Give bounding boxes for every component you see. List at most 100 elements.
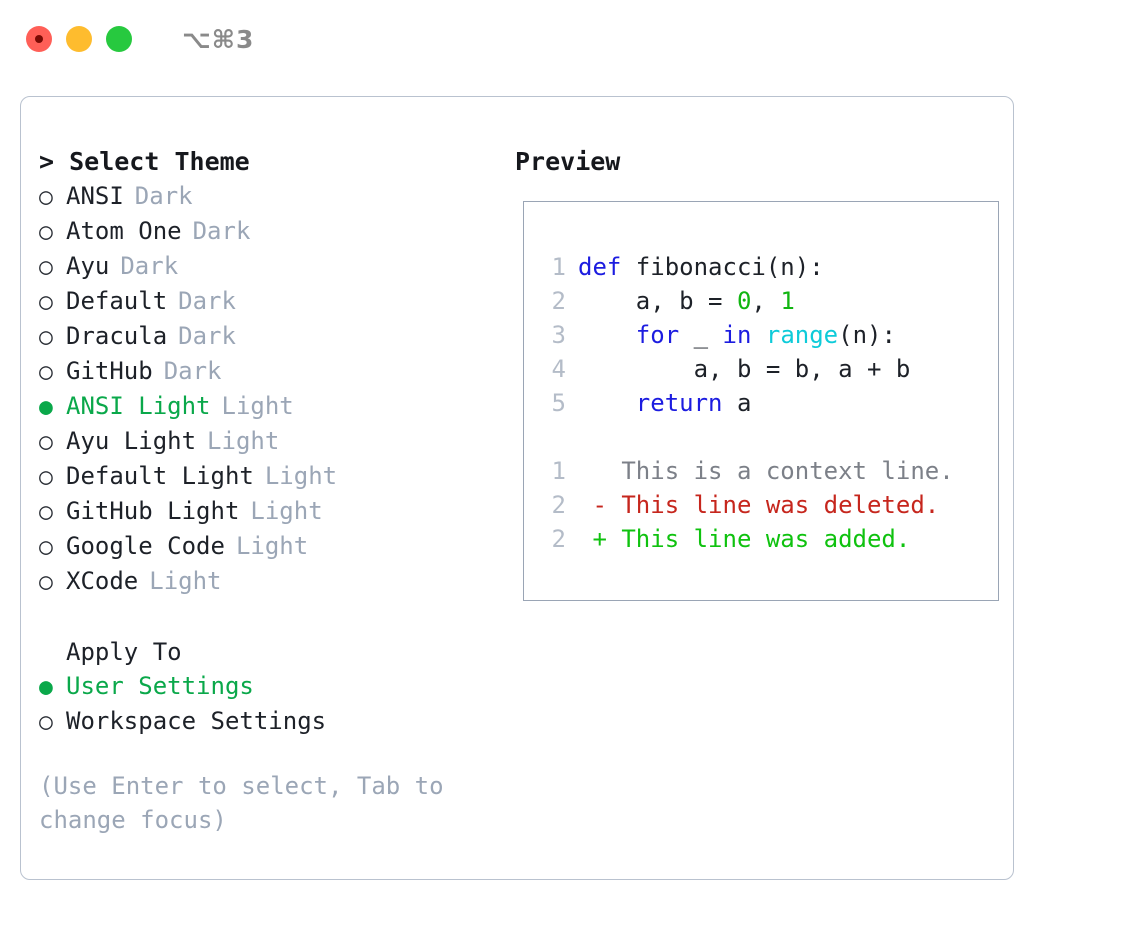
radio-unselected-icon: ○ (39, 709, 53, 735)
select-theme-heading: > Select Theme (39, 147, 250, 176)
apply-to-option-workspace-settings[interactable]: ○ Workspace Settings (39, 704, 501, 739)
radio-unselected-icon: ○ (39, 324, 53, 350)
radio-selected-icon: ● (39, 394, 53, 420)
theme-option-ayu[interactable]: ○ Ayu Dark (39, 249, 501, 284)
theme-option-ayu-light[interactable]: ○ Ayu Light Light (39, 424, 501, 459)
theme-option-tag: Light (207, 427, 280, 455)
code-token-plain: a, b = b, a + b (578, 355, 911, 383)
code-token-fn: range (765, 321, 839, 349)
theme-option-default-light[interactable]: ○ Default Light Light (39, 459, 501, 494)
code-token-kw: return (635, 389, 723, 417)
code-token-plain: fibonacci(n): (635, 253, 824, 281)
radio-unselected-icon: ○ (39, 289, 53, 315)
code-token-plain: (n): (838, 321, 896, 349)
radio-unselected-icon: ○ (39, 254, 53, 280)
preview-heading: Preview (515, 147, 621, 176)
theme-option-dracula[interactable]: ○ Dracula Dark (39, 319, 501, 354)
code-token-kw: def (578, 253, 636, 281)
apply-to-option-user-settings[interactable]: ●User Settings (39, 669, 501, 704)
theme-option-github[interactable]: ○ GitHub Dark (39, 354, 501, 389)
theme-option-label: ANSI (66, 182, 124, 210)
code-token-plain (578, 321, 636, 349)
apply-to-list: ●User Settings ○ Workspace Settings (39, 669, 501, 739)
code-line-content: a, b = 0, 1 (578, 284, 795, 318)
close-button[interactable] (26, 26, 52, 52)
code-token-plain (578, 389, 636, 417)
theme-option-label: Default Light (66, 462, 254, 490)
apply-to-heading: Apply To (66, 638, 182, 666)
code-line-content: a, b = b, a + b (578, 352, 911, 386)
code-token-num: 1 (780, 287, 795, 315)
code-line-content: return a (578, 386, 752, 420)
theme-option-label: Ayu Light (66, 427, 197, 455)
theme-option-label: Atom One (66, 217, 182, 245)
theme-option-label: GitHub Light (66, 497, 240, 525)
theme-option-tag: Dark (178, 322, 236, 350)
code-line-content: def fibonacci(n): (578, 250, 824, 284)
diff-line-del: 2 - This line was deleted. (524, 488, 998, 522)
keyboard-shortcut-label: ⌥⌘3 (182, 24, 255, 54)
radio-unselected-icon: ○ (39, 219, 53, 245)
theme-option-tag: Light (250, 497, 323, 525)
radio-unselected-icon: ○ (39, 464, 53, 490)
code-token-plain: _ (679, 321, 723, 349)
theme-option-atom-one[interactable]: ○ Atom One Dark (39, 214, 501, 249)
code-token-kw: for (635, 321, 680, 349)
theme-option-google-code[interactable]: ○ Google Code Light (39, 529, 501, 564)
maximize-button[interactable] (106, 26, 132, 52)
diff-line-ctx: 1 This is a context line. (524, 454, 998, 488)
diff-line-number: 2 (551, 525, 566, 553)
radio-unselected-icon: ○ (39, 359, 53, 385)
theme-option-label: ANSI Light (66, 392, 211, 420)
theme-option-label: Dracula (66, 322, 168, 350)
code-line-content: for _ in range(n): (578, 318, 896, 352)
diff-line-add: 2 + This line was added. (524, 522, 998, 556)
radio-selected-icon: ● (39, 674, 53, 700)
minimize-button[interactable] (66, 26, 92, 52)
code-token-kw: in (722, 321, 752, 349)
code-line-number: 4 (551, 355, 566, 383)
theme-option-tag: Dark (120, 252, 179, 280)
apply-to-option-label: Workspace Settings (66, 707, 327, 735)
theme-option-xcode[interactable]: ○ XCode Light (39, 564, 501, 599)
theme-option-ansi-light[interactable]: ● ANSI Light Light (39, 389, 501, 424)
theme-option-label: Ayu (66, 252, 110, 280)
diff-line-content: + This line was added. (578, 525, 911, 553)
code-line-number: 5 (551, 389, 566, 417)
code-line: 2 a, b = 0, 1 (524, 284, 998, 318)
theme-option-label: GitHub (66, 357, 153, 385)
code-token-plain: a (722, 389, 752, 417)
radio-unselected-icon: ○ (39, 569, 53, 595)
code-line-number: 2 (551, 287, 566, 315)
diff-sample: 1 This is a context line.2 - This line w… (524, 454, 998, 556)
theme-option-tag: Light (149, 567, 222, 595)
code-token-plain: , (751, 287, 781, 315)
diff-line-content: This is a context line. (578, 457, 954, 485)
theme-option-label: XCode (66, 567, 139, 595)
traffic-light-buttons (26, 26, 132, 52)
theme-option-tag: Light (221, 392, 294, 420)
theme-option-tag: Dark (178, 287, 236, 315)
diff-line-number: 2 (551, 491, 566, 519)
theme-option-tag: Dark (192, 217, 251, 245)
theme-option-label: Google Code (66, 532, 225, 560)
radio-unselected-icon: ○ (39, 534, 53, 560)
diff-line-content: - This line was deleted. (578, 491, 940, 519)
theme-option-tag: Light (235, 532, 309, 560)
code-line: 4 a, b = b, a + b (524, 352, 998, 386)
theme-option-tag: Light (264, 462, 338, 490)
theme-option-tag: Dark (134, 182, 193, 210)
code-line: 3 for _ in range(n): (524, 318, 998, 352)
radio-unselected-icon: ○ (39, 429, 53, 455)
theme-option-tag: Dark (163, 357, 222, 385)
